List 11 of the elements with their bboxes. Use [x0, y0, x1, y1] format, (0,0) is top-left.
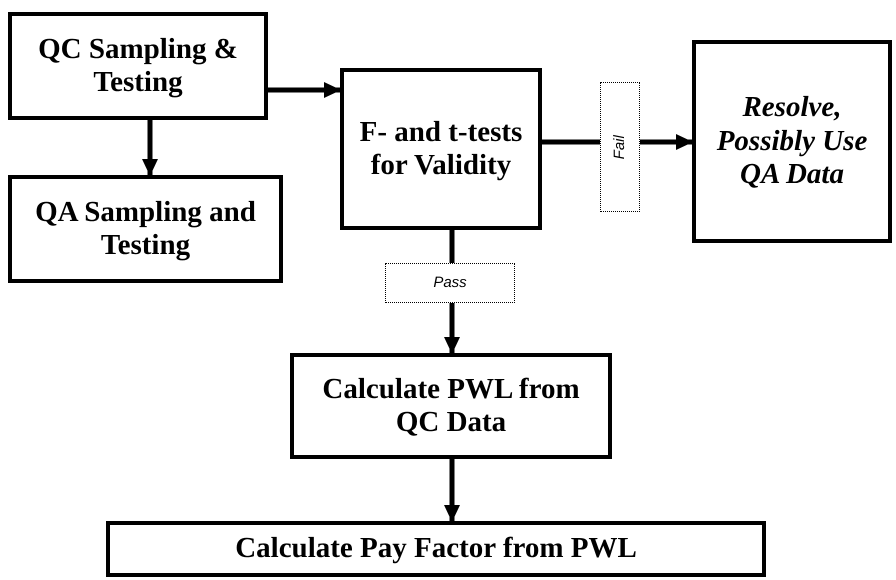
process-box: QA Sampling and Testing: [8, 175, 283, 283]
edge-label: Fail: [600, 82, 640, 212]
process-box: Calculate PWL from QC Data: [290, 353, 612, 459]
arrow: [268, 82, 341, 98]
arrow: [142, 120, 158, 176]
process-box: Calculate Pay Factor from PWL: [106, 521, 766, 577]
process-box: F- and t-tests for Validity: [340, 68, 542, 230]
arrow: [444, 459, 460, 522]
edge-label: Pass: [385, 263, 515, 303]
process-box: QC Sampling & Testing: [8, 12, 268, 120]
process-box: Resolve, Possibly Use QA Data: [692, 40, 892, 243]
